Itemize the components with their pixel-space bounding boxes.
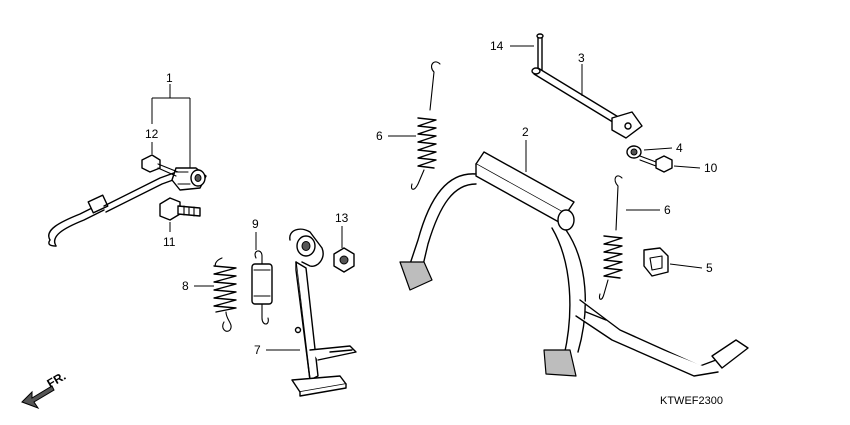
callout-5: 5	[706, 261, 713, 275]
callout-labels: 1 2 3 4 5 6 6 7 8 9 10 11 12 13 14	[145, 39, 718, 357]
callout-6-left: 6	[376, 129, 383, 143]
callout-6-right: 6	[664, 203, 671, 217]
callout-2: 2	[522, 125, 529, 139]
stopper-5	[643, 247, 669, 277]
cotter-pin-14	[536, 33, 544, 71]
bolt-10	[639, 155, 673, 173]
callout-10: 10	[704, 161, 718, 175]
spring-6-left	[410, 61, 441, 190]
callout-14: 14	[490, 39, 504, 53]
pivot-shaft-3	[531, 67, 643, 139]
bolt-11	[159, 197, 201, 221]
main-stand-2	[399, 151, 749, 377]
spring-8	[213, 257, 237, 332]
direction-label: FR.	[45, 369, 69, 391]
diagram-code: KTWEF2300	[660, 395, 723, 407]
callout-3: 3	[578, 51, 585, 65]
callout-leaders	[151, 45, 703, 351]
nut-13	[333, 247, 355, 273]
callout-13: 13	[335, 211, 349, 225]
spring-6-right	[598, 175, 623, 300]
spring-sleeve-9	[251, 250, 273, 325]
side-stand-7	[289, 228, 357, 397]
side-stand-switch	[48, 167, 207, 247]
callout-11: 11	[163, 235, 176, 249]
bolt-12	[141, 154, 179, 177]
washer-4	[626, 145, 642, 159]
callout-9: 9	[252, 217, 259, 231]
callout-12: 12	[145, 127, 159, 141]
callout-8: 8	[182, 279, 189, 293]
front-direction-arrow: FR.	[21, 369, 69, 410]
callout-7: 7	[254, 343, 261, 357]
callout-1: 1	[166, 71, 173, 85]
callout-4: 4	[676, 141, 683, 155]
